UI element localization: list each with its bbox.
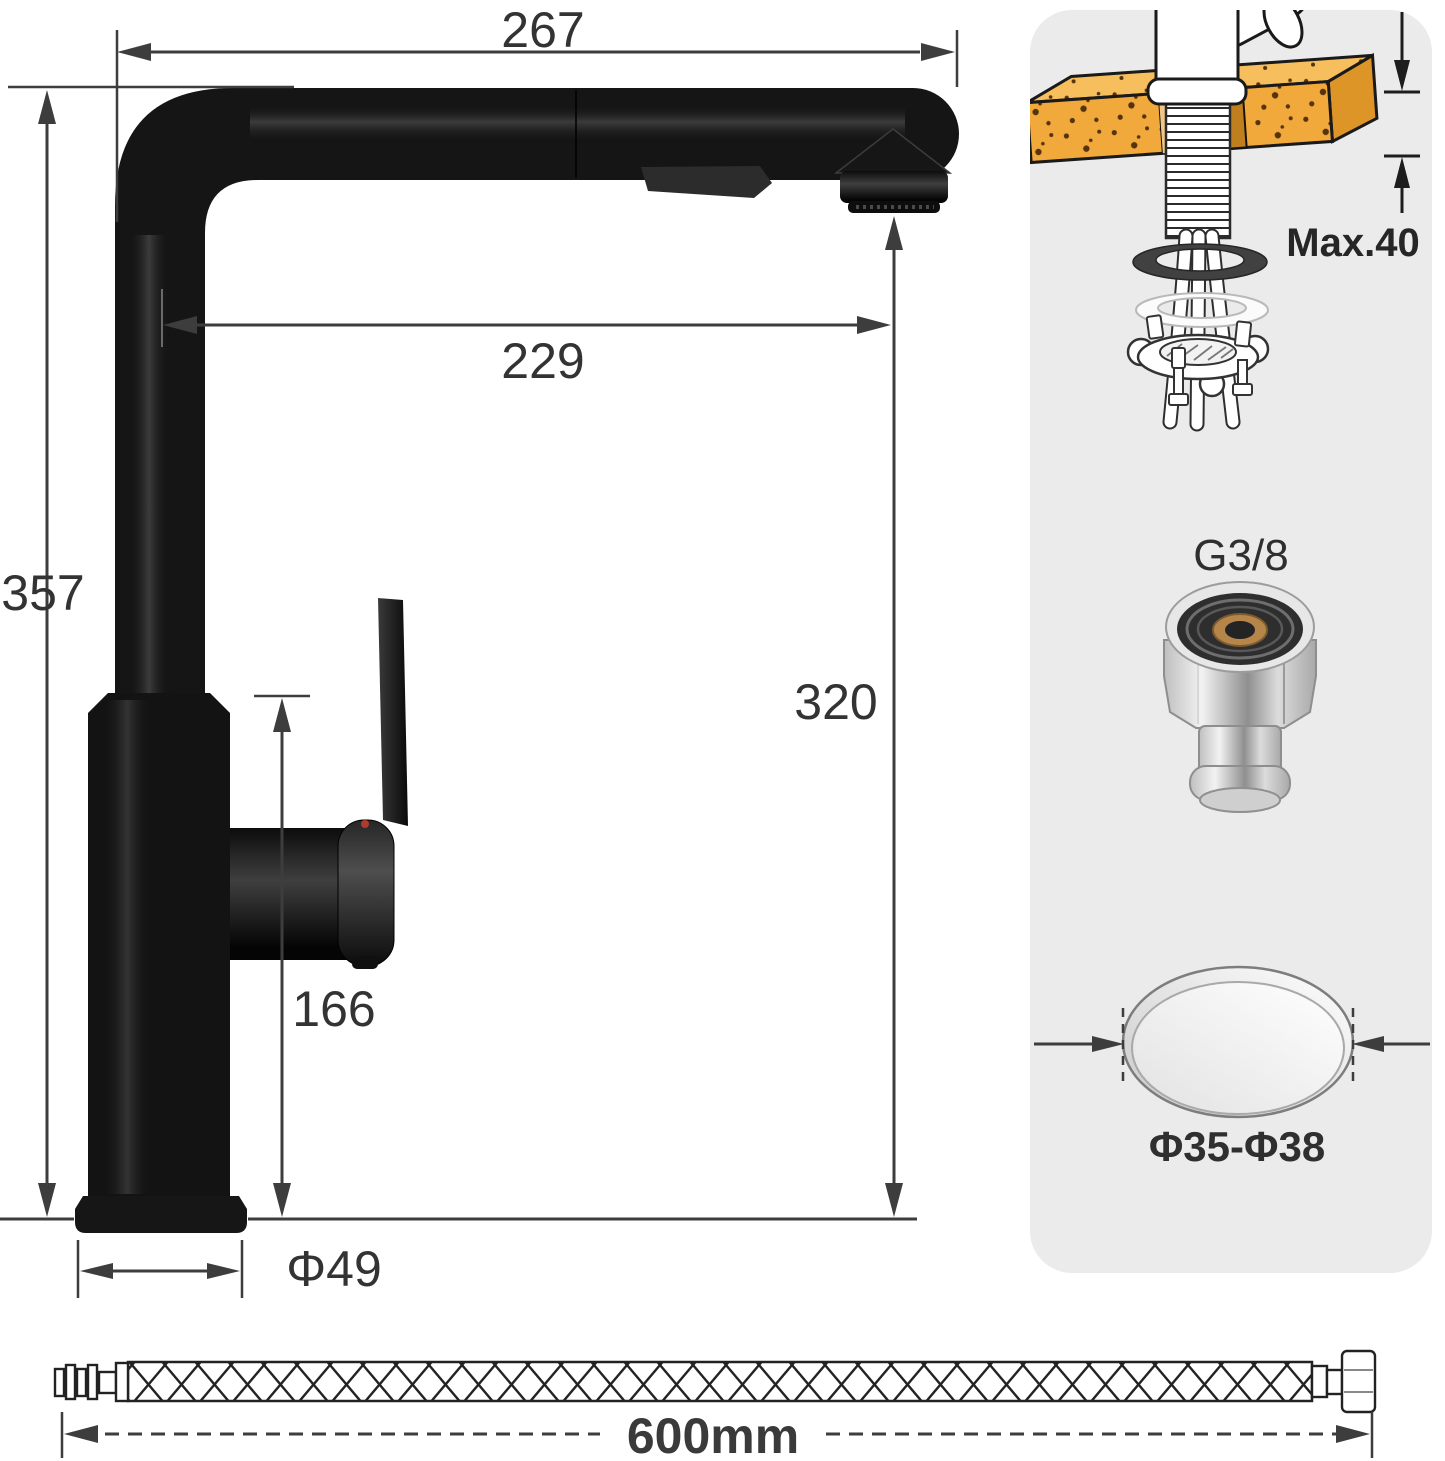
handle-lever [378, 598, 408, 826]
supply-hose [53, 1349, 1377, 1458]
hot-cold-indicator [361, 820, 369, 828]
body-height-label: 166 [292, 981, 376, 1037]
max-thickness-label: Max.40 [1286, 221, 1420, 265]
dimension-lines [0, 30, 959, 1298]
dim-320-lines [885, 216, 903, 1217]
rubber-washer [1132, 243, 1268, 281]
faucet-tube [115, 88, 959, 695]
spout-nozzle [833, 128, 953, 213]
dim-357-lines [8, 85, 294, 1217]
hose-left-fitting [53, 1361, 130, 1403]
max40-dimension-arrows [1384, 12, 1420, 213]
handle-cartridge [230, 819, 395, 969]
dim-phi49-lines [76, 1240, 244, 1298]
braided-hose [126, 1360, 1314, 1403]
dim-229-lines [161, 289, 891, 347]
dim-166-lines [254, 694, 310, 1217]
spout-width-label: 267 [501, 2, 585, 58]
plastic-washer [1135, 292, 1270, 328]
g38-connector-illustration [1163, 581, 1317, 813]
spout-reach-label: 229 [501, 333, 585, 389]
thread-size-label: G3/8 [1193, 531, 1289, 580]
faucet-silhouette [75, 88, 959, 1233]
hose-right-fitting [1310, 1349, 1377, 1414]
base-plate [75, 1196, 247, 1233]
countertop-installation-illustration [1030, 10, 1420, 432]
outlet-height-label: 320 [794, 674, 878, 730]
installation-panel [1030, 10, 1432, 1273]
sprayer-clip [641, 166, 772, 198]
dim-600mm-lines [60, 1412, 1374, 1458]
hose-length-label: 600mm [626, 1408, 800, 1461]
hole-diameter-label: Φ35-Φ38 [1148, 1123, 1326, 1170]
threaded-shank [1164, 94, 1232, 240]
faucet-base-above-counter [1146, 10, 1310, 106]
hose-hex-nut [1340, 1349, 1377, 1414]
total-height-label: 357 [1, 565, 85, 621]
mounting-screws [1145, 314, 1253, 406]
mounting-hole-illustration [1034, 965, 1430, 1119]
base-diameter-label: Φ49 [286, 1241, 382, 1297]
dim-267-lines [115, 30, 959, 222]
